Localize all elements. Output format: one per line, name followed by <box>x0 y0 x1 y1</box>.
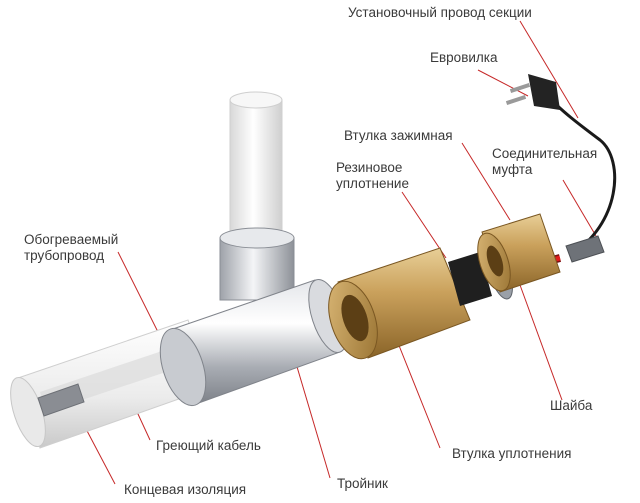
label-end-insulation: Концевая изоляция <box>124 482 247 497</box>
label-clamp-sleeve: Втулка зажимная <box>344 128 453 143</box>
label-install-wire: Установочный провод секции <box>348 5 532 20</box>
label-euro-plug: Евровилка <box>430 50 498 65</box>
label-seal-sleeve: Втулка уплотнения <box>452 446 572 461</box>
label-rubber-seal: Резиновое уплотнение <box>336 160 409 191</box>
label-coupling: Соединительная муфта <box>492 146 598 177</box>
label-heating-cable: Греющий кабель <box>156 438 261 453</box>
label-heated-pipe: Обогреваемый трубопровод <box>24 232 119 263</box>
label-washer: Шайба <box>550 398 593 413</box>
label-tee: Тройник <box>337 476 388 491</box>
